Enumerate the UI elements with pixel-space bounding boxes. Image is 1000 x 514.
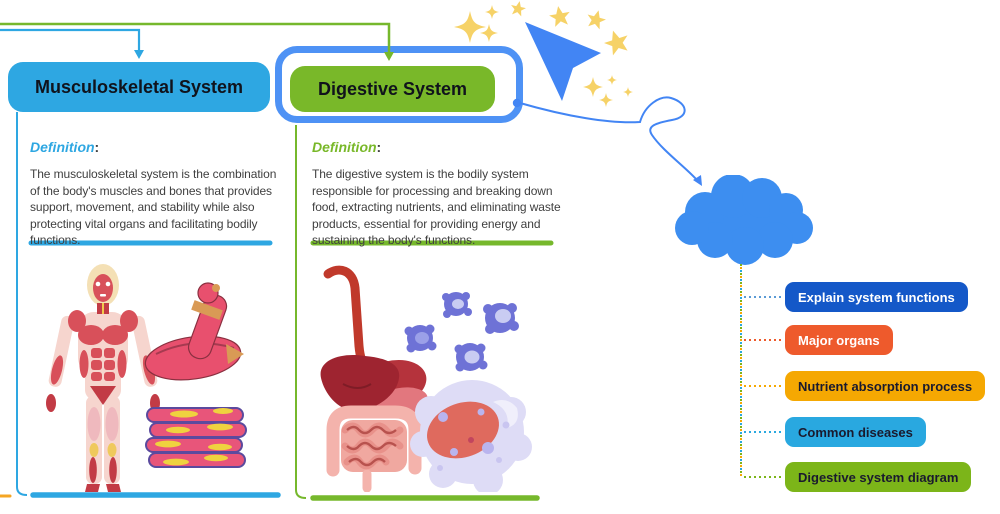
branch-label: Explain system functions xyxy=(798,289,955,305)
branch-label: Digestive system diagram xyxy=(798,469,959,485)
digestive-system-illustration[interactable] xyxy=(303,262,553,492)
branch-explain-system-functions[interactable]: Explain system functions xyxy=(785,282,968,312)
branch-nutrient-absorption-process[interactable]: Nutrient absorption process xyxy=(785,371,986,401)
node-musculoskeletal-system[interactable]: Musculoskeletal System xyxy=(8,62,270,112)
cloud-node[interactable] xyxy=(660,175,820,270)
branch-label: Nutrient absorption process xyxy=(798,378,973,394)
selection-box xyxy=(275,46,523,123)
node-title: Digestive System xyxy=(317,78,468,99)
branch-label: Major organs xyxy=(798,332,880,348)
cursor-pointer-icon xyxy=(525,22,601,101)
branch-common-diseases[interactable]: Common diseases xyxy=(785,417,926,447)
node-title: Musculoskeletal System xyxy=(34,76,244,97)
branch-digestive-system-diagram[interactable]: Digestive system diagram xyxy=(785,462,972,492)
definition-text-digestive: The digestive system is the bodily syste… xyxy=(312,167,561,248)
node-digestive-system[interactable]: Digestive System xyxy=(290,66,495,112)
branch-label: Common diseases xyxy=(798,424,913,440)
branch-major-organs[interactable]: Major organs xyxy=(785,325,893,355)
definition-label-musculoskeletal: Definition: xyxy=(30,139,100,155)
definition-text-musculoskeletal: The musculoskeletal system is the combin… xyxy=(30,167,277,248)
musculoskeletal-illustration[interactable] xyxy=(38,258,288,498)
definition-label-digestive: Definition: xyxy=(312,139,382,155)
